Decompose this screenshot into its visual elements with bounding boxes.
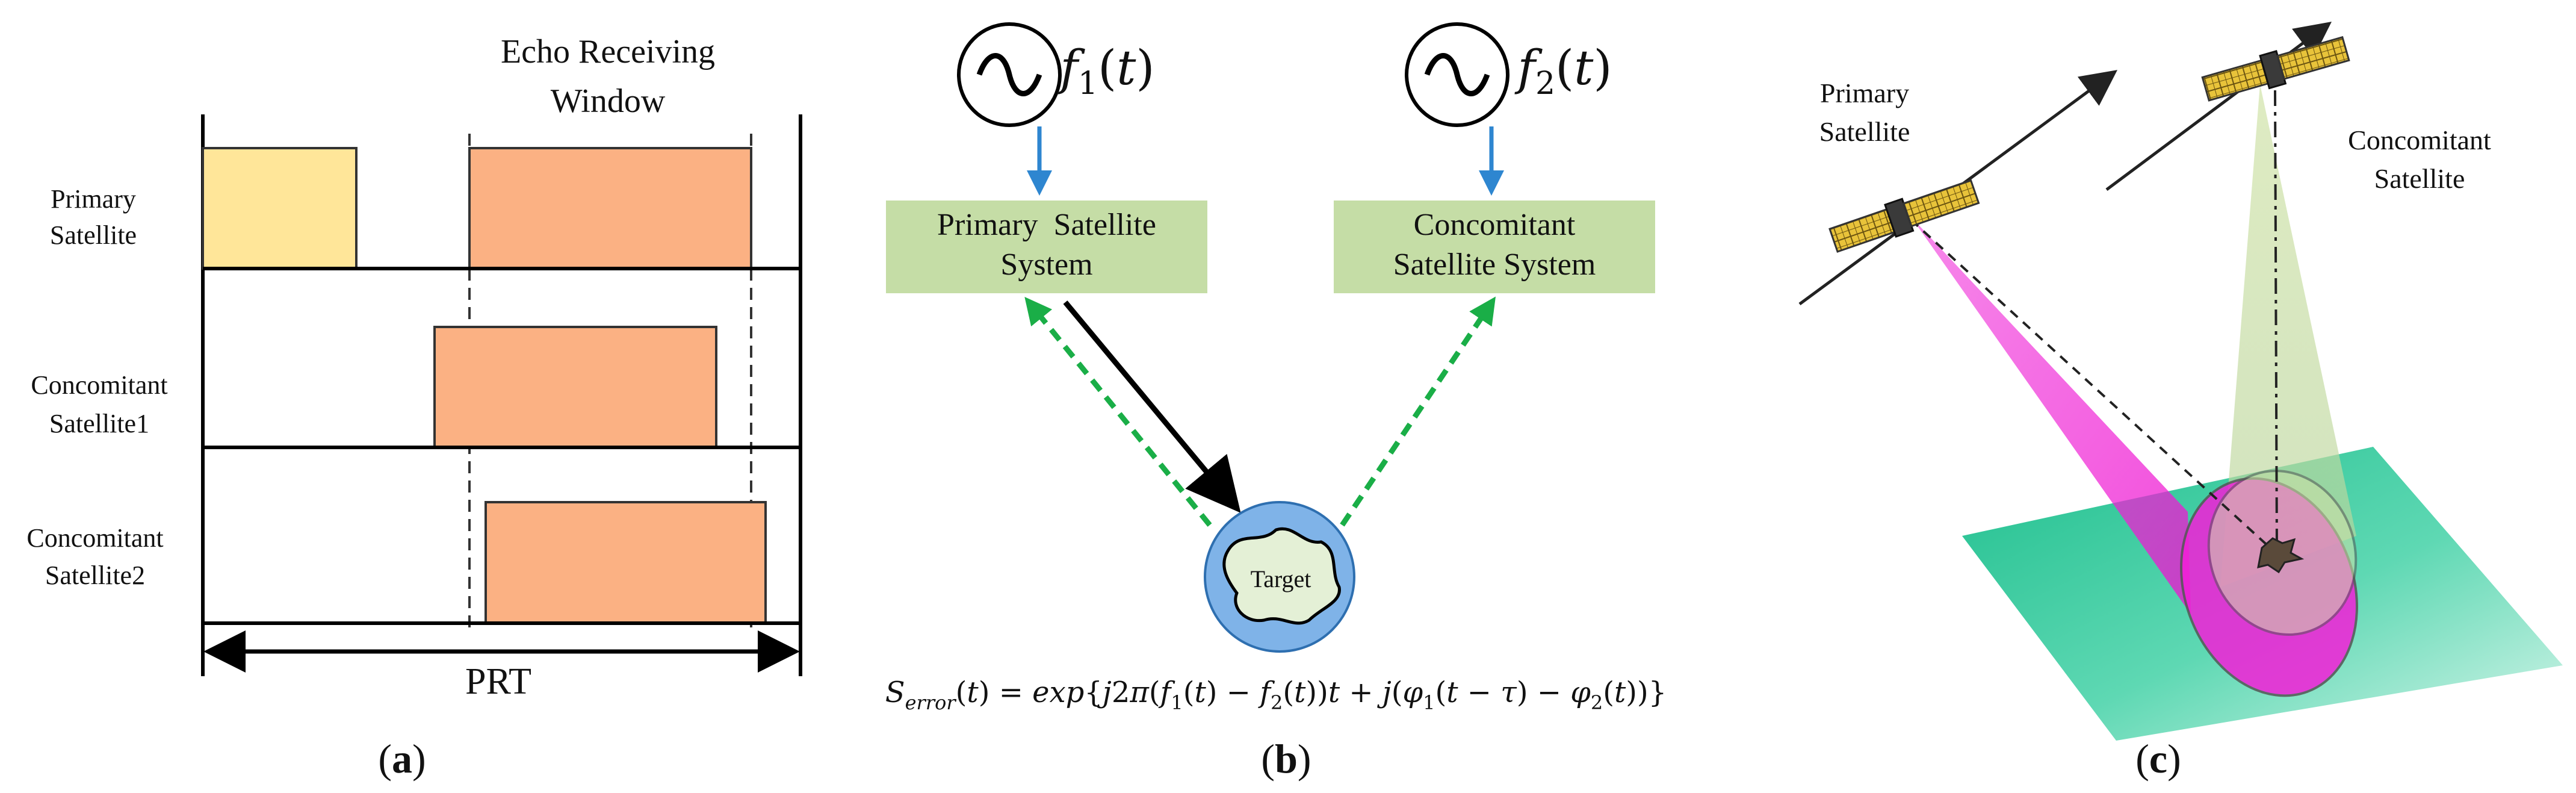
concomitant-beam (2220, 84, 2356, 587)
transmit-arrow (1063, 300, 1241, 513)
panel-c-geometry-illustration: Primary Satellite Concomitant Satellite … (1798, 22, 2563, 782)
concomitant-satellite-icon (2201, 36, 2350, 102)
primary-satellite-icon (1828, 179, 1980, 253)
caption-b-letter: b (1275, 736, 1298, 782)
row1-label-line2: Satellite (50, 220, 137, 250)
primary-beam-center-line (1910, 219, 2278, 555)
row2-label-line1: Concomitant (31, 370, 167, 400)
echo-to-primary-arrow (1024, 297, 1212, 527)
oscillator2-label: f2(t) (1514, 40, 1612, 102)
primary-system-label-line1: Primary Satellite (937, 208, 1156, 242)
primary-echo-window (468, 147, 752, 270)
caption-a: (a) (378, 736, 426, 782)
target-label: Target (1251, 565, 1311, 592)
caption-c: (c) (2135, 736, 2181, 782)
target-shape-icon (1222, 527, 1341, 625)
primary-satellite-label-line1: Primary (1820, 78, 1909, 108)
panel-a-timing-diagram: Echo Receiving Window Primary Satellite … (26, 33, 802, 782)
ground-target-icon (2257, 537, 2305, 574)
concomitant-beam-center-line (2274, 90, 2278, 555)
row3-label-line1: Concomitant (26, 523, 163, 553)
primary-system-box (886, 201, 1207, 293)
caption-a-letter: a (392, 736, 412, 782)
row3-label-line2: Satellite2 (45, 561, 145, 590)
primary-satellite-label-line2: Satellite (1819, 116, 1910, 147)
concomitant2-echo-window (485, 501, 767, 624)
concomitant-satellite-label-line1: Concomitant (2348, 125, 2491, 155)
primary-system-label-line2: System (1000, 247, 1092, 282)
error-formula: Serror(t) = exp{j2π(f1(t) − f2(t))t + j(… (885, 676, 1667, 714)
concomitant1-echo-window (433, 326, 717, 449)
caption-c-letter: c (2149, 736, 2167, 782)
echo-window-title-line2: Window (551, 82, 666, 120)
echo-window-title-line1: Echo Receiving (501, 33, 715, 70)
concomitant-system-label-line2: Satellite System (1393, 247, 1596, 282)
sine-wave-icon (976, 53, 1042, 96)
concomitant-trajectory-arrow (2105, 22, 2332, 191)
primary-transmit-pulse (202, 147, 358, 270)
oscillator1-label: f1(t) (1057, 40, 1154, 102)
row1-label-line1: Primary (51, 184, 136, 214)
caption-b: (b) (1261, 736, 1311, 782)
sine-wave-icon (1424, 53, 1490, 96)
concomitant-satellite-label-line2: Satellite (2374, 163, 2465, 194)
row2-label-line2: Satellite1 (49, 409, 149, 438)
echo-to-concomitant-arrow (1340, 296, 1496, 527)
panel-b-system-diagram: f1(t) f2(t) Primary Satellite System Con… (885, 22, 1667, 782)
prt-label: PRT (465, 661, 531, 702)
concomitant-system-box (1334, 201, 1655, 293)
primary-beam (1911, 217, 2191, 614)
concomitant-system-label-line1: Concomitant (1414, 208, 1576, 242)
